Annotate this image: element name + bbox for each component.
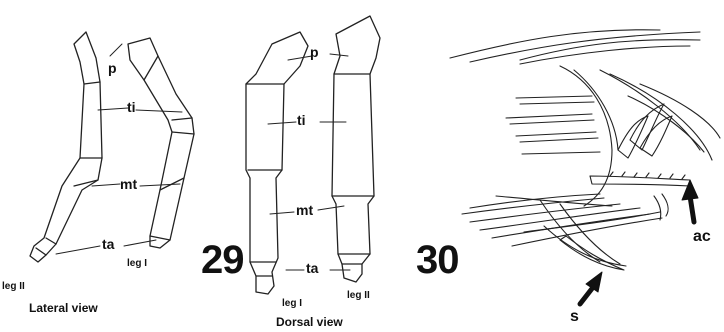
lateral-label-lines [56,44,182,254]
fig30-setae-drawing [450,30,720,270]
dorsal-label-ti: ti [297,112,306,128]
arrow-s [580,272,602,304]
arrow-ac [682,180,698,222]
figure-number-30: 30 [416,238,459,283]
dorsal-leg-i-drawing [246,32,308,294]
lateral-label-ti: ti [127,99,136,115]
dorsal-leg-i-label: leg I [282,298,302,309]
dorsal-leg-ii-drawing [332,16,380,282]
lateral-label-ta: ta [102,236,114,252]
lateral-label-mt: mt [120,176,137,192]
dorsal-label-p: p [310,44,319,60]
lateral-label-p: p [108,60,117,76]
lateral-view-caption: Lateral view [29,301,98,315]
dorsal-view-caption: Dorsal view [276,315,343,329]
figure-number-29: 29 [201,238,244,283]
lateral-leg-ii-label: leg II [2,281,25,292]
dorsal-label-mt: mt [296,202,313,218]
dorsal-label-ta: ta [306,260,318,276]
lateral-leg-i-label: leg I [127,258,147,269]
lateral-leg-i-drawing [128,38,194,248]
arrow-label-ac: ac [693,228,711,246]
lateral-leg-ii-drawing [30,32,102,262]
arrow-label-s: s [570,308,579,326]
dorsal-leg-ii-label: leg II [347,290,370,301]
